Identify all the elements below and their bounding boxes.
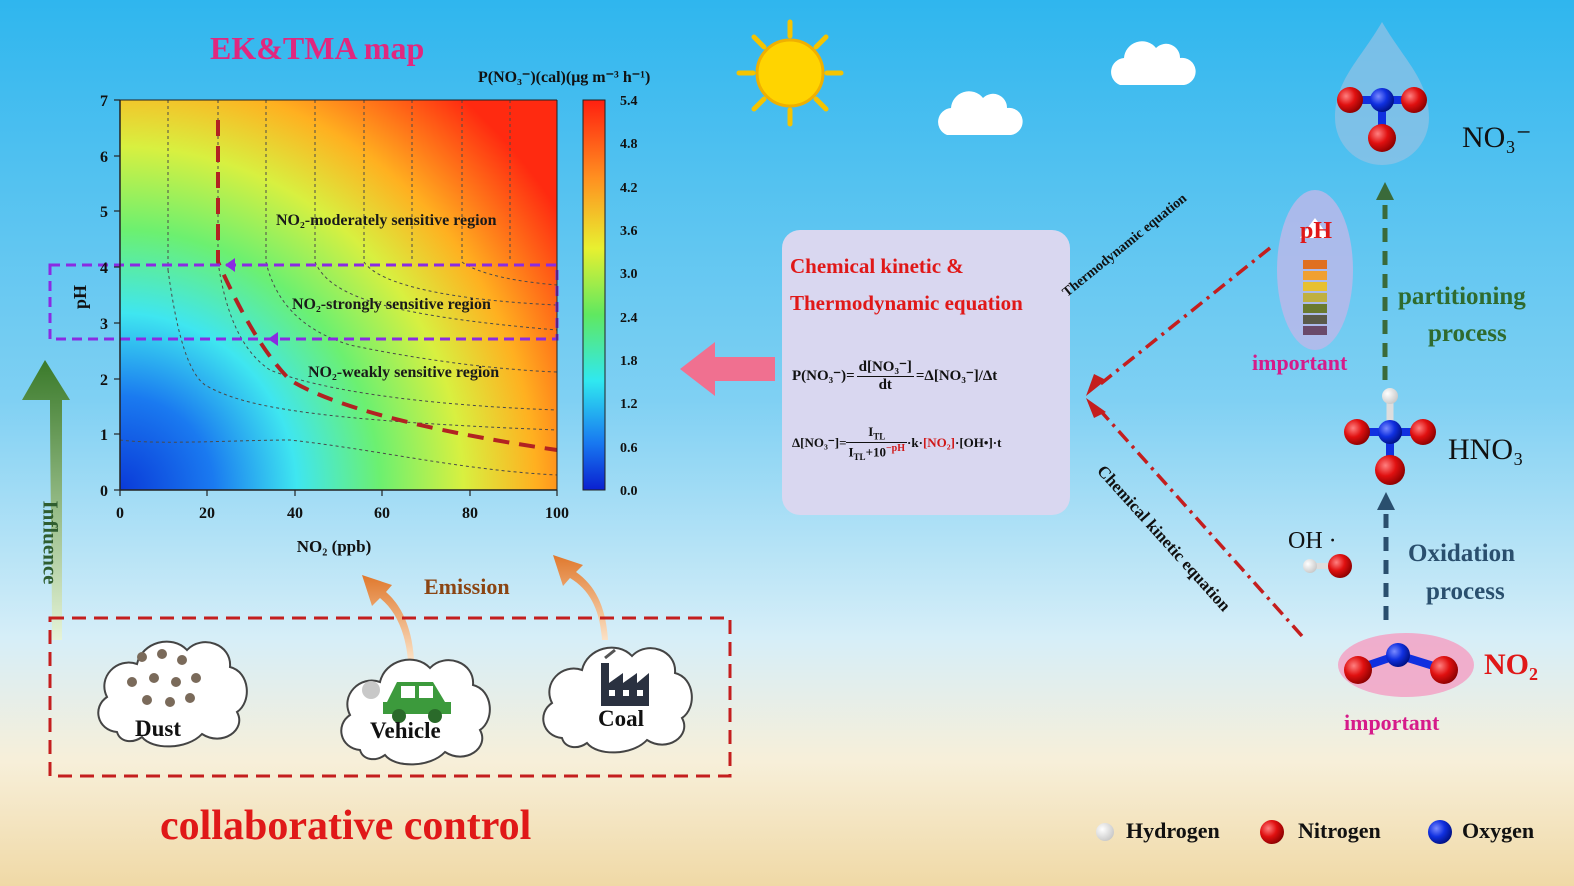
- eq2-left: Δ[NO₃⁻]=: [792, 435, 847, 450]
- emission-label: Emission: [424, 574, 510, 599]
- region-strong-label: NO₂-strongly sensitive region: [292, 296, 491, 313]
- x-tick-60: 60: [374, 505, 390, 522]
- eq2-right-c: ·[OH•]·t: [955, 435, 1002, 450]
- sun-icon: [736, 19, 844, 127]
- map-title: EK&TMA map: [210, 30, 425, 66]
- cb-tick-4.2: 4.2: [620, 181, 638, 196]
- eq2-fraction: ITL ITL+10−pH: [846, 424, 908, 462]
- vehicle-label: Vehicle: [370, 718, 441, 743]
- contour-lines: [119, 100, 558, 476]
- cb-tick-3.6: 3.6: [620, 224, 638, 239]
- legend-oxygen: Oxygen: [1462, 818, 1535, 843]
- no3-label: NO₃⁻: [1462, 121, 1532, 154]
- collaborative-control-title: collaborative control: [160, 803, 532, 849]
- x-tick-80: 80: [462, 505, 478, 522]
- y-tick-1: 1: [100, 427, 108, 444]
- eq2-denominator: ITL+10−pH: [848, 443, 905, 462]
- cb-tick-2.4: 2.4: [620, 311, 638, 326]
- left-arrow-icon: [680, 342, 775, 396]
- ph-label: pH: [1300, 218, 1333, 244]
- oxidation-label-1: Oxidation: [1408, 540, 1515, 567]
- eq1-numerator: d[NO₃⁻]: [856, 358, 914, 377]
- important-label-bottom: important: [1344, 710, 1440, 735]
- eq1-fraction: d[NO₃⁻] dt: [856, 357, 914, 394]
- equation-1: P(NO₃⁻)= d[NO₃⁻] dt =Δ[NO₃⁻]/Δt: [792, 350, 997, 400]
- y-tick-2: 2: [100, 372, 108, 389]
- region-weak-label: NO₂-weakly sensitive region: [308, 364, 499, 381]
- y-tick-5: 5: [100, 204, 108, 221]
- oh-radical: [1303, 554, 1352, 578]
- oh-label: OH ·: [1288, 528, 1337, 554]
- eq1-denominator: dt: [878, 376, 892, 393]
- eq2-den-i: I: [848, 444, 854, 460]
- emission-arrows: [22, 360, 732, 778]
- eq2-den-plus: +10: [865, 444, 886, 460]
- dust-label: Dust: [135, 716, 182, 741]
- no3-molecule: [1337, 87, 1427, 152]
- sensitivity-boundary: [216, 120, 558, 452]
- cb-tick-0.6: 0.6: [620, 441, 638, 456]
- partitioning-label-2: process: [1428, 320, 1507, 347]
- y-tick-3: 3: [100, 316, 108, 333]
- eq2-right-b: [NO₂]: [922, 435, 955, 450]
- region-moderate-label: NO₂-moderately sensitive region: [276, 212, 497, 229]
- heatmap-field: [120, 100, 557, 490]
- no2-label: NO₂: [1484, 648, 1538, 681]
- eq2-den-sub: TL: [853, 451, 866, 462]
- car-icon: [383, 682, 451, 714]
- no2-molecule: [1344, 643, 1458, 684]
- cb-tick-1.8: 1.8: [620, 354, 638, 369]
- x-tick-100: 100: [545, 505, 569, 522]
- hno3-molecule: [1344, 388, 1436, 485]
- colorbar-label: P(NO₃⁻)(cal)(μg m⁻³ h⁻¹): [478, 69, 650, 86]
- chemistry-diagram: [1086, 22, 1474, 844]
- x-tick-0: 0: [116, 505, 124, 522]
- cb-tick-4.8: 4.8: [620, 137, 638, 152]
- cloud-icon-1: [938, 91, 1023, 135]
- eq2-numerator: ITL: [846, 424, 908, 443]
- equation-panel: [782, 230, 1070, 515]
- important-label-top: important: [1252, 350, 1348, 375]
- y-axis-label: pH: [70, 285, 90, 309]
- equation-title-2: Thermodynamic equation: [790, 291, 1023, 315]
- eq1-left: P(NO₃⁻)=: [792, 367, 855, 384]
- cb-tick-5.4: 5.4: [620, 94, 638, 109]
- vehicle-cloud-icon: [340, 658, 491, 766]
- cb-tick-3.0: 3.0: [620, 267, 638, 282]
- y-tick-6: 6: [100, 149, 108, 166]
- x-tick-20: 20: [199, 505, 215, 522]
- x-axis-label: NO₂ (ppb): [297, 537, 372, 556]
- cb-tick-0.0: 0.0: [620, 484, 638, 499]
- cloud-icon-2: [1111, 41, 1196, 85]
- influence-label: Influence: [38, 500, 63, 585]
- eq2-num-i: I: [868, 424, 874, 440]
- ph-scale-bars: [1303, 260, 1327, 335]
- x-tick-40: 40: [287, 505, 303, 522]
- y-tick-4: 4: [100, 260, 108, 277]
- legend-hydrogen: Hydrogen: [1126, 818, 1220, 843]
- box-arrow-top: [225, 258, 235, 272]
- y-tick-0: 0: [100, 483, 108, 500]
- eq2-right-a: ·k·: [907, 435, 923, 450]
- cb-tick-1.2: 1.2: [620, 397, 638, 412]
- box-arrow-bottom: [268, 332, 278, 346]
- equation-2: Δ[NO₃⁻]= ITL ITL+10−pH ·k· [NO₂] ·[OH•]·…: [792, 418, 1001, 468]
- hno3-label: HNO₃: [1448, 433, 1524, 466]
- eq2-den-exp: −pH: [885, 442, 906, 454]
- coal-label: Coal: [598, 706, 644, 731]
- dust-cloud-icon: [97, 640, 248, 748]
- equation-title-1: Chemical kinetic &: [790, 254, 964, 278]
- partitioning-label-1: partitioning: [1398, 283, 1526, 310]
- legend-nitrogen: Nitrogen: [1298, 818, 1381, 843]
- oxidation-label-2: process: [1426, 578, 1505, 605]
- ek-tma-map: 7 6 5 4 3 2 1 0 0 20 40 60 80 100 NO₂ (p…: [48, 69, 650, 556]
- eq2-num-sub: TL: [873, 431, 886, 442]
- colorbar: [582, 99, 606, 491]
- coal-cloud-icon: [542, 646, 693, 754]
- y-tick-7: 7: [100, 93, 108, 110]
- eq1-right: =Δ[NO₃⁻]/Δt: [915, 367, 998, 384]
